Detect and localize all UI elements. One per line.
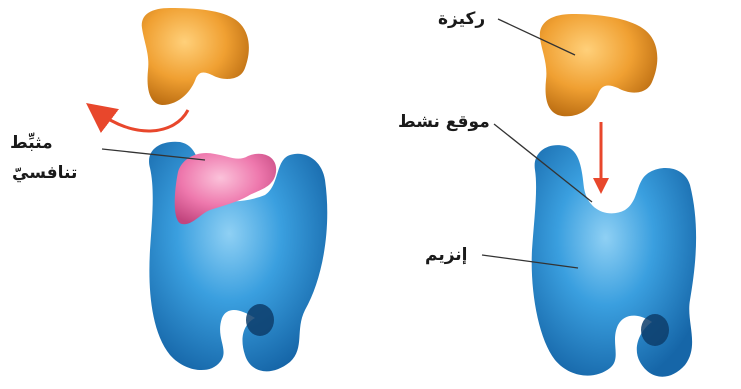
enzyme-shape-right [532, 145, 696, 377]
active-site-label: موقع نشط [398, 112, 490, 132]
enzyme-pocket-shadow-left [246, 304, 274, 336]
left-panel [98, 8, 327, 371]
enzyme-label: إنزيم [425, 245, 468, 265]
substrate-label: ركيزة [438, 9, 485, 29]
substrate-shape-left [142, 8, 249, 105]
competitive-inhibitor-label-line2: تنافسيّ [12, 163, 77, 183]
competitive-inhibitor-label-line1: مثبِّط [10, 133, 53, 153]
substrate-shape-right [540, 14, 658, 116]
rejection-arrow [98, 110, 188, 131]
enzyme-pocket-shadow-right [641, 314, 669, 346]
binding-arrow-head [593, 178, 609, 194]
right-panel [482, 14, 696, 377]
